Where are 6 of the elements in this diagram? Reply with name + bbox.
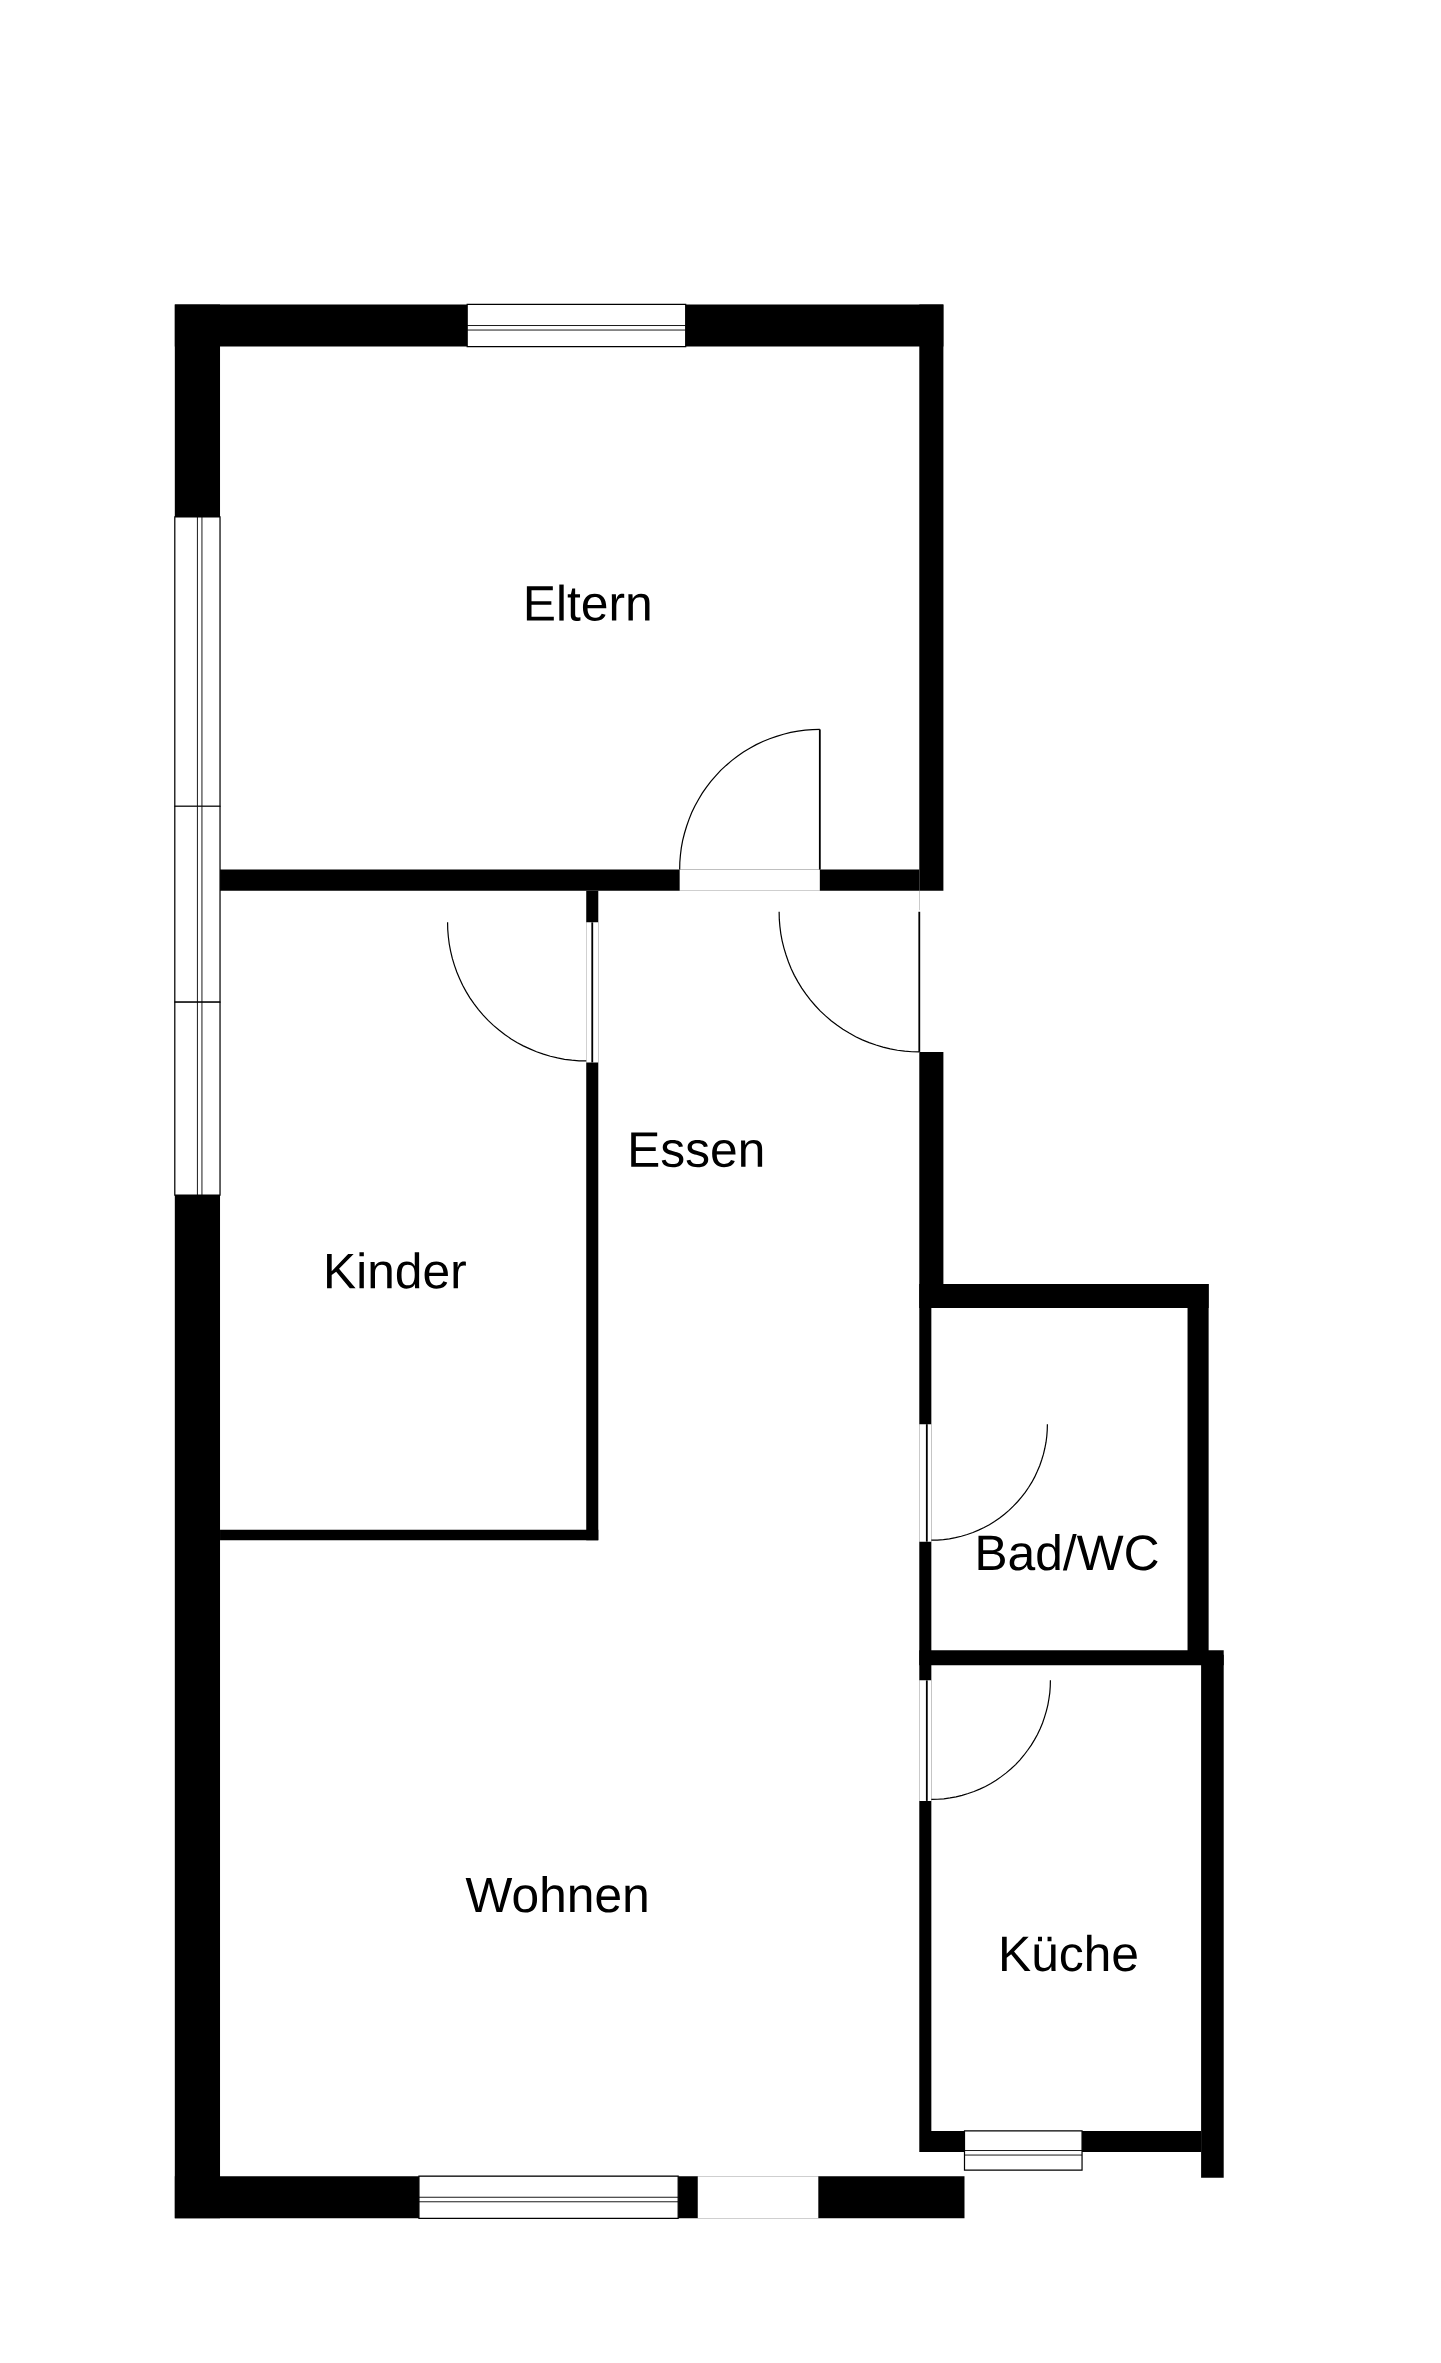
- room-label: Essen: [631, 1132, 763, 1168]
- room-label: Kinder: [327, 1252, 466, 1289]
- room-label: Eltern: [527, 584, 650, 622]
- room-label: Küche: [1002, 1934, 1137, 1972]
- room-label: Wohnen: [465, 1876, 647, 1913]
- room-label: Bad/WC: [978, 1533, 1158, 1571]
